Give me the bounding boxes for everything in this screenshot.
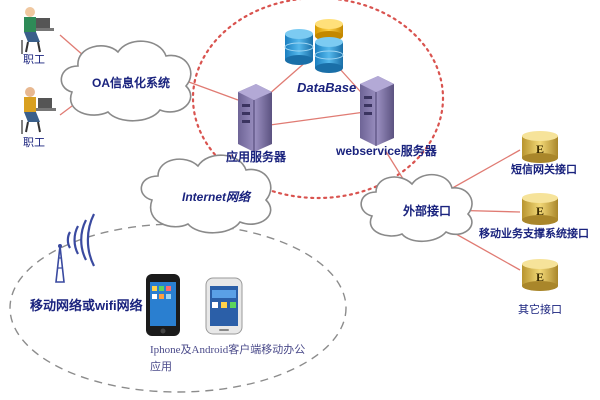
device-letter: E — [536, 204, 544, 218]
database-icon — [284, 19, 344, 73]
mobile-support-device-icon: E — [522, 193, 558, 225]
database-label: DataBase — [297, 80, 357, 95]
sms-gateway-device-icon: E — [522, 131, 558, 163]
sms-gateway-label: 短信网关接口 — [511, 164, 577, 176]
device-letter: E — [536, 142, 544, 156]
mobile-support-label: 移动业务支撑系统接口 — [479, 228, 589, 240]
other-interface-device-icon: E — [522, 259, 558, 291]
oa-cloud — [60, 40, 192, 122]
oa-system-label: OA信息化系统 — [92, 76, 171, 90]
device-letter: E — [536, 270, 544, 284]
staff-figure-2 — [21, 87, 56, 134]
staff-label-1: 职工 — [23, 54, 45, 66]
mobile-network-label: 移动网络或wifi网络 — [30, 298, 143, 313]
signal-tower-icon — [55, 213, 95, 283]
internet-cloud — [140, 154, 272, 234]
staff-figure-1 — [21, 7, 54, 54]
android-phone-icon — [205, 277, 243, 335]
mobile-app-label: Iphone及Android客户端移动办公应用 — [150, 344, 306, 373]
other-interface-label: 其它接口 — [518, 304, 562, 316]
external-cloud — [360, 173, 473, 243]
webservice-server-icon — [360, 76, 394, 146]
datacenter-boundary — [191, 0, 445, 200]
staff-label-2: 职工 — [23, 137, 45, 149]
iphone-icon — [146, 274, 180, 336]
external-interface-label: 外部接口 — [403, 204, 452, 218]
app-server-icon — [238, 84, 272, 152]
mobile-zone-boundary — [9, 223, 347, 393]
internet-label: Internet网络 — [182, 190, 251, 204]
app-server-label: 应用服务器 — [226, 150, 287, 164]
webservice-server-label: webservice服务器 — [336, 144, 437, 158]
